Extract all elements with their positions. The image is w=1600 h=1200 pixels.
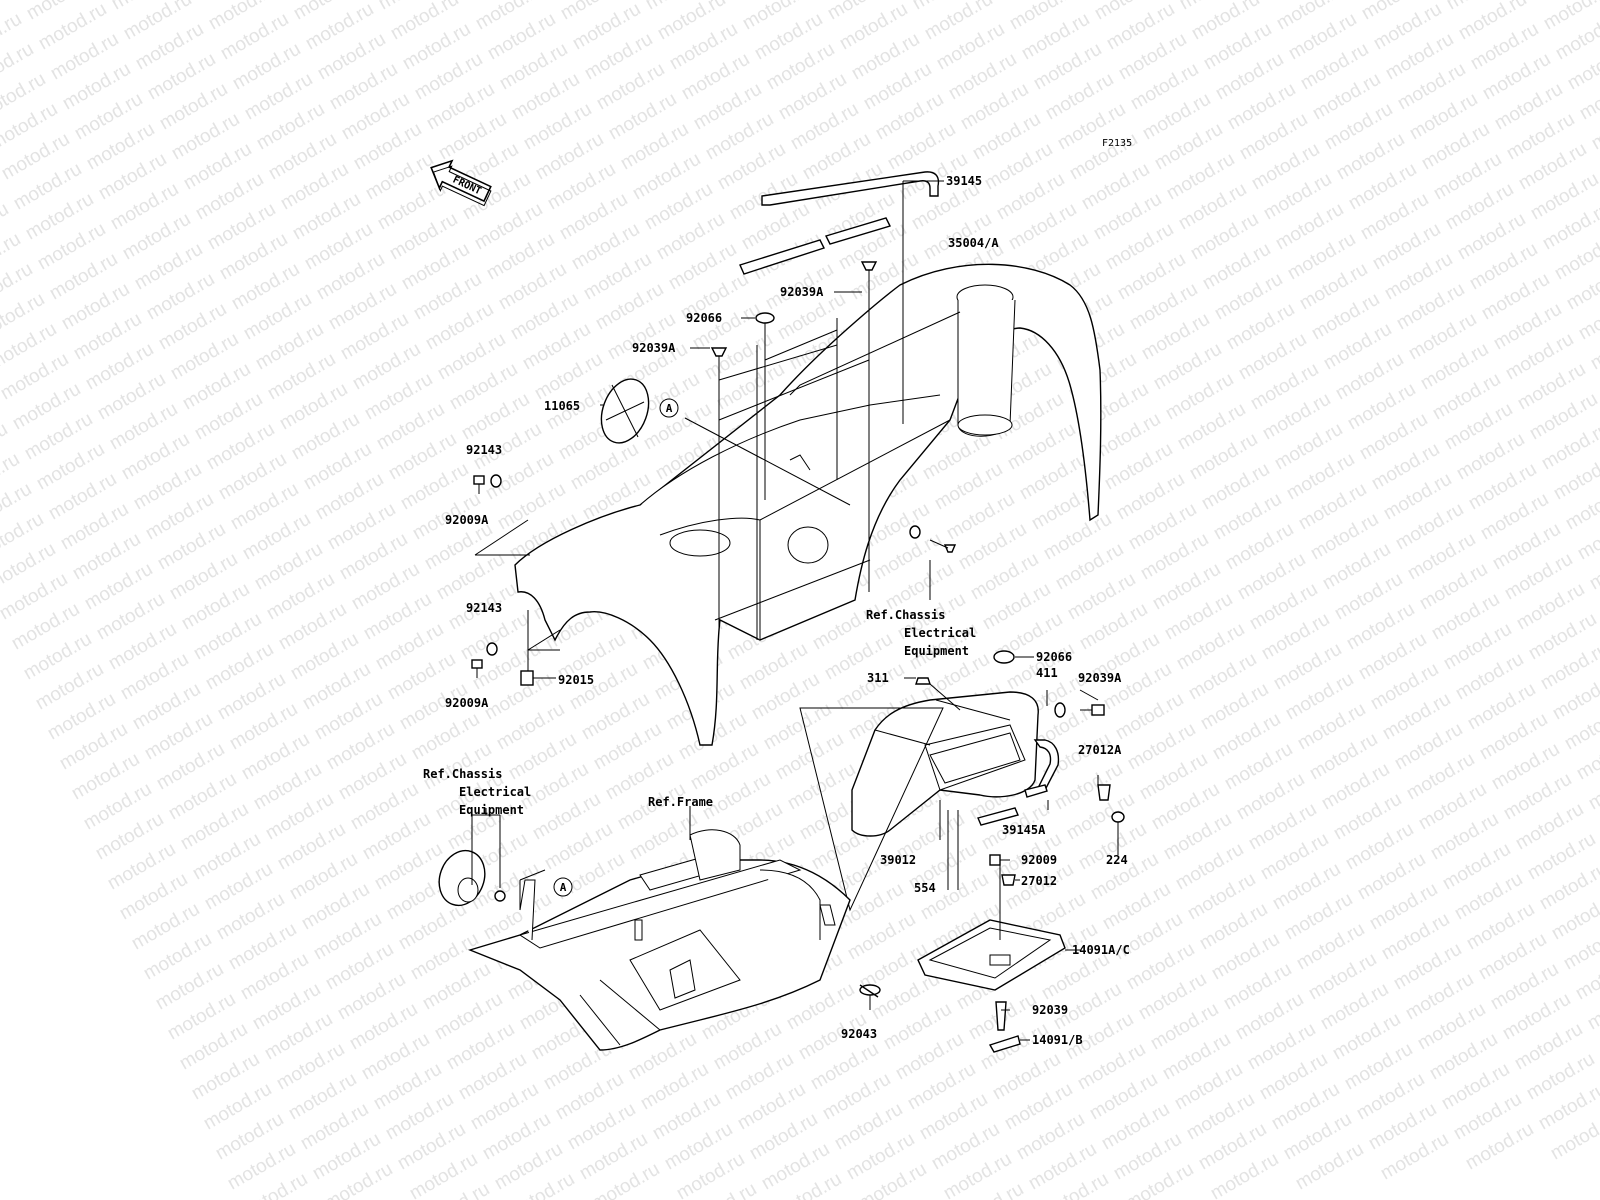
label-92066-top: 92066: [686, 311, 722, 325]
label-224: 224: [1106, 853, 1128, 867]
ref-marker-a-upper: A: [659, 398, 679, 418]
label-92009: 92009: [1021, 853, 1057, 867]
frame-assembly: [467, 829, 851, 1051]
lamp-ref-chassis: [438, 849, 506, 907]
upper-leader-lines: [474, 180, 944, 679]
label-14091AC: 14091A/C: [1072, 943, 1130, 957]
label-39145: 39145: [946, 174, 982, 188]
lower-fasteners: [915, 650, 1125, 886]
storage-box-39012: [851, 691, 1039, 837]
ref-chassis-lower-line3: Equipment: [459, 803, 524, 817]
label-92015: 92015: [558, 673, 594, 687]
upper-fasteners: [471, 261, 957, 686]
label-92009A-upper: 92009A: [445, 513, 489, 527]
label-39012: 39012: [880, 853, 916, 867]
label-27012: 27012: [1021, 874, 1057, 888]
label-27012A: 27012A: [1078, 743, 1122, 757]
hinge-14091B: [988, 1001, 1021, 1053]
cap-11065: [600, 378, 650, 444]
ref-chassis-upper-line3: Equipment: [904, 644, 969, 658]
svg-text:A: A: [560, 881, 567, 894]
label-14091B: 14091/B: [1032, 1033, 1083, 1047]
label-92043: 92043: [841, 1027, 877, 1041]
label-92039A-left: 92039A: [632, 341, 676, 355]
rear-fender-35004A: [514, 263, 1102, 746]
label-554: 554: [914, 881, 936, 895]
lower-left-leader-lines: [471, 806, 691, 910]
lid-14091AC: [859, 919, 1066, 998]
label-11065: 11065: [544, 399, 580, 413]
reference-notes: Ref.Chassis Electrical Equipment Ref.Cha…: [423, 608, 976, 817]
lower-right-leader-lines: [799, 656, 1119, 1041]
ref-frame: Ref.Frame: [648, 795, 713, 809]
weather-strip-39145: [739, 171, 940, 275]
ref-chassis-upper-line1: Ref.Chassis: [866, 608, 945, 622]
ref-marker-a-lower: A: [553, 877, 573, 897]
label-311: 311: [867, 671, 889, 685]
label-92009A-lower: 92009A: [445, 696, 489, 710]
strip-39145A: [977, 739, 1060, 826]
label-92143-lower: 92143: [466, 601, 502, 615]
label-92039A-top: 92039A: [780, 285, 824, 299]
ref-chassis-lower-line1: Ref.Chassis: [423, 767, 502, 781]
figure-code: F2135: [1102, 138, 1132, 149]
ref-chassis-upper-line2: Electrical: [904, 626, 976, 640]
label-92039A-right: 92039A: [1078, 671, 1122, 685]
ref-chassis-lower-line2: Electrical: [459, 785, 531, 799]
label-411: 411: [1036, 666, 1058, 680]
label-39145A: 39145A: [1002, 823, 1046, 837]
label-92039: 92039: [1032, 1003, 1068, 1017]
label-35004A: 35004/A: [948, 236, 999, 250]
label-92143-upper: 92143: [466, 443, 502, 457]
label-92066-right: 92066: [1036, 650, 1072, 664]
part-labels: 39145 92039A 92066 35004/A 92039A 11065 …: [445, 174, 1130, 1047]
svg-text:A: A: [666, 402, 673, 415]
